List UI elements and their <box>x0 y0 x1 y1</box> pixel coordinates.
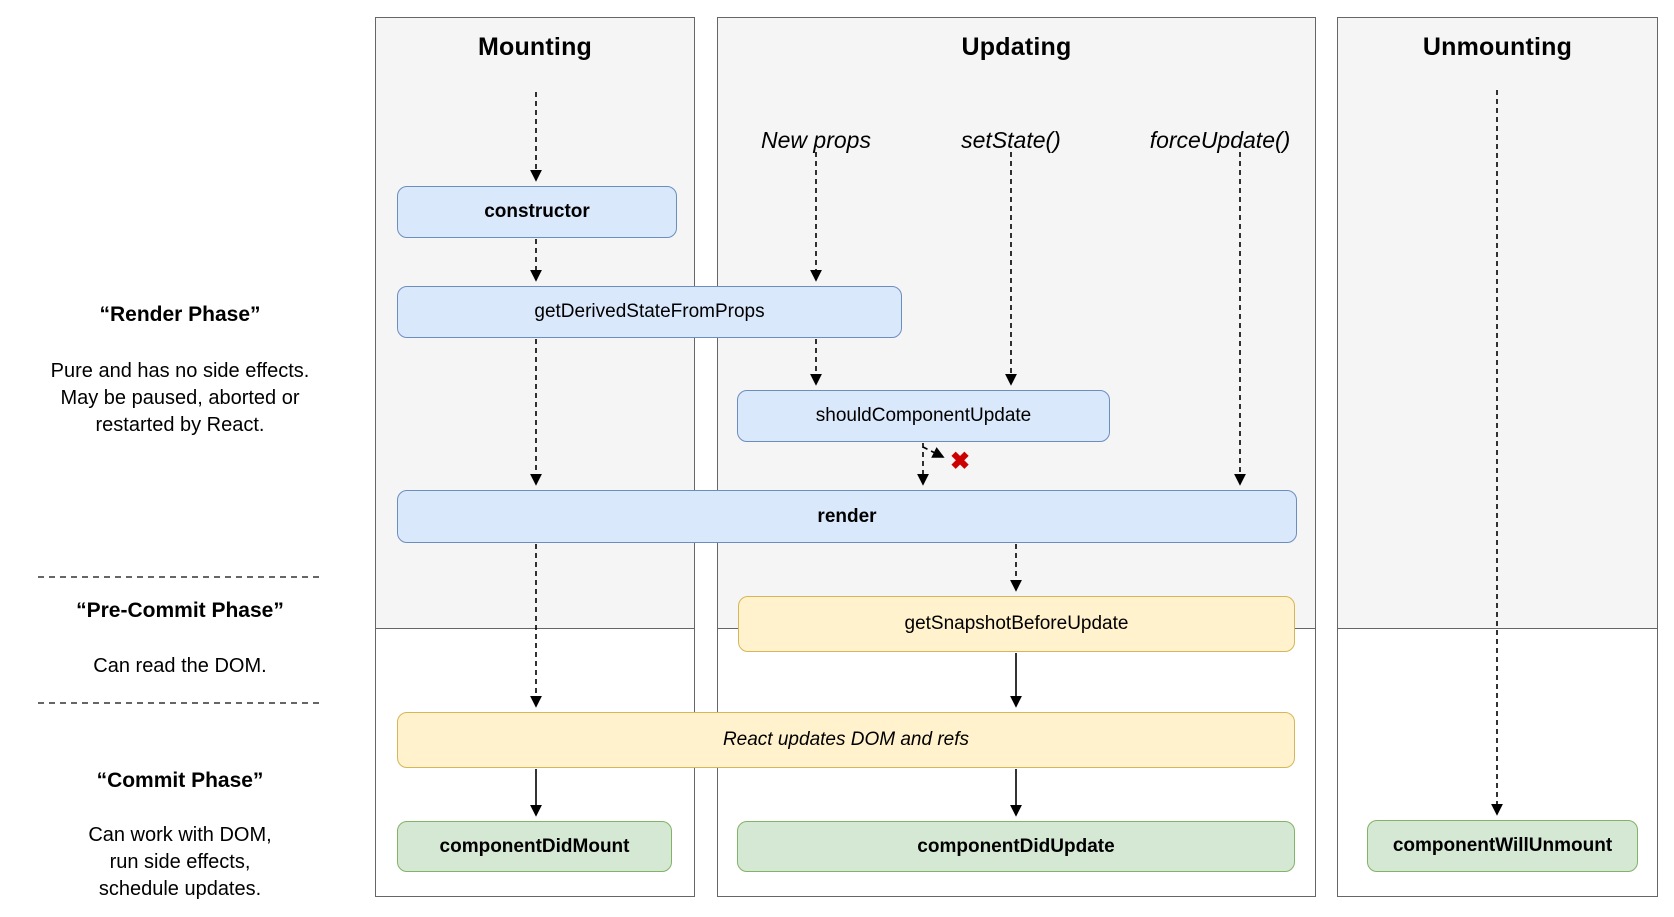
pre-commit-phase-description: Can read the DOM. <box>10 653 350 680</box>
abort-update-x-icon: ✖ <box>950 448 971 475</box>
method-componentdidmount: componentDidMount <box>397 821 672 872</box>
method-render: render <box>397 490 1297 543</box>
trigger-force-update: forceUpdate() <box>1149 127 1291 153</box>
panel-title-mounting: Mounting <box>477 33 593 61</box>
render-phase-line: May be paused, aborted or <box>60 387 300 409</box>
trigger-new-props: New props <box>761 127 871 153</box>
method-componentwillunmount: componentWillUnmount <box>1367 820 1638 872</box>
pre-commit-phase-line: Can read the DOM. <box>93 655 267 677</box>
method-getderivedstatefromprops: getDerivedStateFromProps <box>397 286 902 338</box>
panel-title-updating: Updating <box>961 33 1072 61</box>
commit-phase-description: Can work with DOM, run side effects, sch… <box>10 822 350 903</box>
method-getsnapshotbeforeupdate: getSnapshotBeforeUpdate <box>738 596 1295 652</box>
method-constructor: constructor <box>397 186 677 238</box>
pre-commit-phase-title: “Pre-Commit Phase” <box>76 599 284 622</box>
render-phase-title: “Render Phase” <box>99 303 261 326</box>
panel-title-unmounting: Unmounting <box>1422 33 1573 61</box>
render-phase-description: Pure and has no side effects. May be pau… <box>10 358 350 439</box>
commit-phase-title: “Commit Phase” <box>96 769 264 792</box>
render-phase-line: Pure and has no side effects. <box>50 360 310 382</box>
method-shouldcomponentupdate: shouldComponentUpdate <box>737 390 1110 442</box>
panel-unmounting: Unmounting <box>1337 17 1658 897</box>
trigger-set-state: setState() <box>961 127 1061 153</box>
commit-phase-line: schedule updates. <box>98 878 262 900</box>
render-phase-line: restarted by React. <box>95 414 265 436</box>
commit-phase-line: run side effects, <box>109 851 251 873</box>
method-componentdidupdate: componentDidUpdate <box>737 821 1295 872</box>
unmounting-render-phase-region <box>1338 18 1657 629</box>
commit-phase-line: Can work with DOM, <box>88 824 272 846</box>
step-react-updates-dom-and-refs: React updates DOM and refs <box>397 712 1295 768</box>
